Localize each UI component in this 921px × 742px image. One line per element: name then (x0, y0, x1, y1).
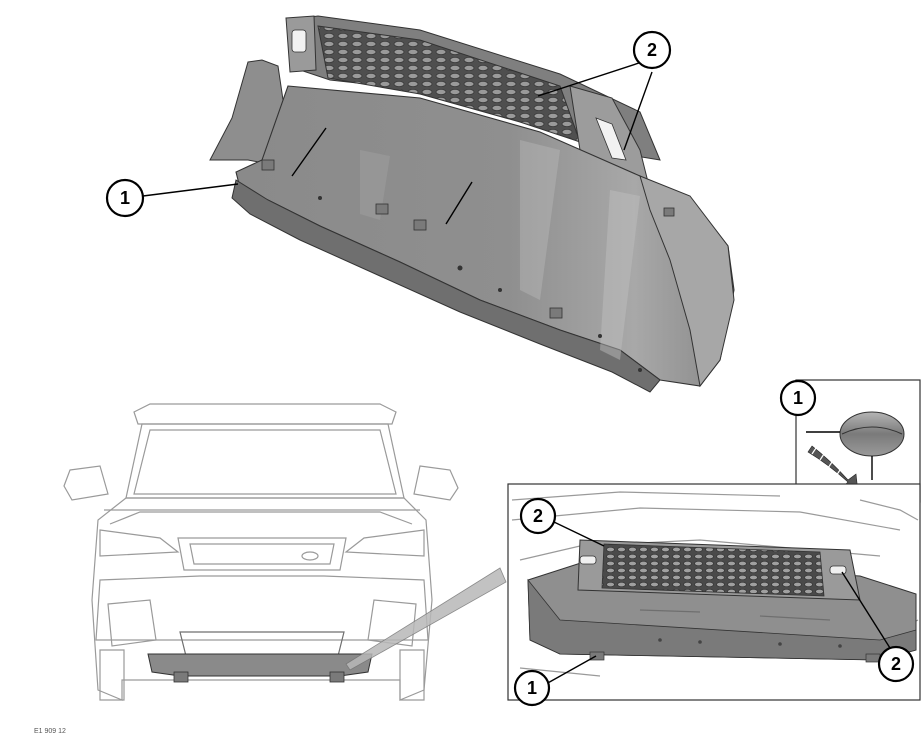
detail-view: 2 1 2 (507, 483, 921, 707)
callout-inset-1-label: 1 (793, 388, 803, 408)
fog-light-left (107, 599, 157, 647)
panel-lower-lip (231, 179, 661, 393)
reference-code: E1 909 12 (34, 728, 66, 735)
fastener-cap (839, 411, 905, 457)
callout-top-1-label: 1 (120, 188, 130, 208)
callout-top-1: 1 (105, 178, 239, 218)
honeycomb-grille (317, 25, 581, 143)
callout-detail-1: 1 (513, 655, 597, 707)
mirror-right (413, 465, 459, 501)
callout-top-2: 2 (537, 30, 672, 151)
panel-clips (261, 159, 675, 319)
callout-top-2-label: 2 (647, 40, 657, 60)
callout-detail-2b: 2 (841, 571, 915, 683)
callout-detail-2b-label: 2 (891, 654, 901, 674)
callout-detail-2-label: 2 (533, 506, 543, 526)
zoom-wedge (345, 567, 507, 671)
mirror-left (63, 465, 109, 501)
callout-detail-2: 2 (519, 497, 605, 547)
vehicle-front-view (63, 403, 459, 701)
panel-right-return (639, 175, 735, 388)
headlight-right (344, 529, 425, 557)
valance-panel-assembly (209, 15, 735, 393)
callout-detail-1-label: 1 (527, 678, 537, 698)
fastener-inset: 1 (779, 379, 921, 503)
detail-honeycomb-grille (601, 543, 825, 597)
front-grille (177, 537, 347, 571)
headlight-left (99, 529, 180, 557)
